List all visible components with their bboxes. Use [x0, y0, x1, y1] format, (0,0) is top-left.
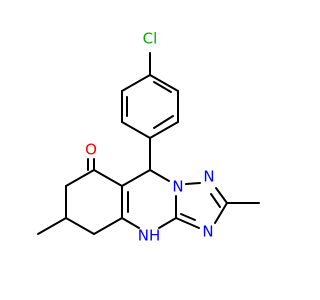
- benzene-bond-1: [149, 74, 179, 92]
- nitrogen-n2-label: N: [203, 168, 214, 186]
- benzene-double-bond-1: [153, 81, 172, 93]
- bond-n1-n2: [185, 182, 201, 185]
- benzene-bond-3: [149, 121, 179, 139]
- bond-n3-c3a: [175, 217, 200, 229]
- nitrogen-n1-label: N: [172, 178, 183, 196]
- bond-c5-c4a: [93, 217, 123, 235]
- nitrogen-n3-label: N: [202, 223, 213, 241]
- chlorine-atom-label: Cl: [143, 30, 158, 48]
- bond-n2-c2-double: [210, 193, 221, 208]
- benzene-bond-4: [121, 121, 151, 139]
- amine-nh-label: NH: [138, 227, 161, 245]
- bond-c6-methyl: [37, 217, 67, 235]
- bond-c9-n1: [149, 169, 170, 182]
- bond-c8a-c8: [93, 169, 123, 187]
- bond-c3a-nh: [158, 217, 177, 229]
- bond-n3-c3a-double: [180, 213, 196, 221]
- chemical-structure-diagram: Cl O N N N NH: [37, 30, 260, 245]
- fused-ring-system: [37, 158, 177, 235]
- oxygen-atom-label: O: [85, 141, 97, 159]
- chlorophenyl-group: [121, 52, 179, 171]
- triazole-ring: [175, 182, 260, 229]
- bond-c8-c7: [65, 169, 95, 187]
- bond-c6-c5: [65, 217, 95, 235]
- bond-n2-c2: [215, 187, 228, 204]
- bond-c9-c8a: [121, 169, 151, 187]
- bond-nh-c4a: [121, 217, 140, 229]
- bond-c2-n3: [214, 202, 228, 224]
- benzene-bond-6: [121, 74, 151, 92]
- benzene-double-bond-2: [153, 115, 174, 129]
